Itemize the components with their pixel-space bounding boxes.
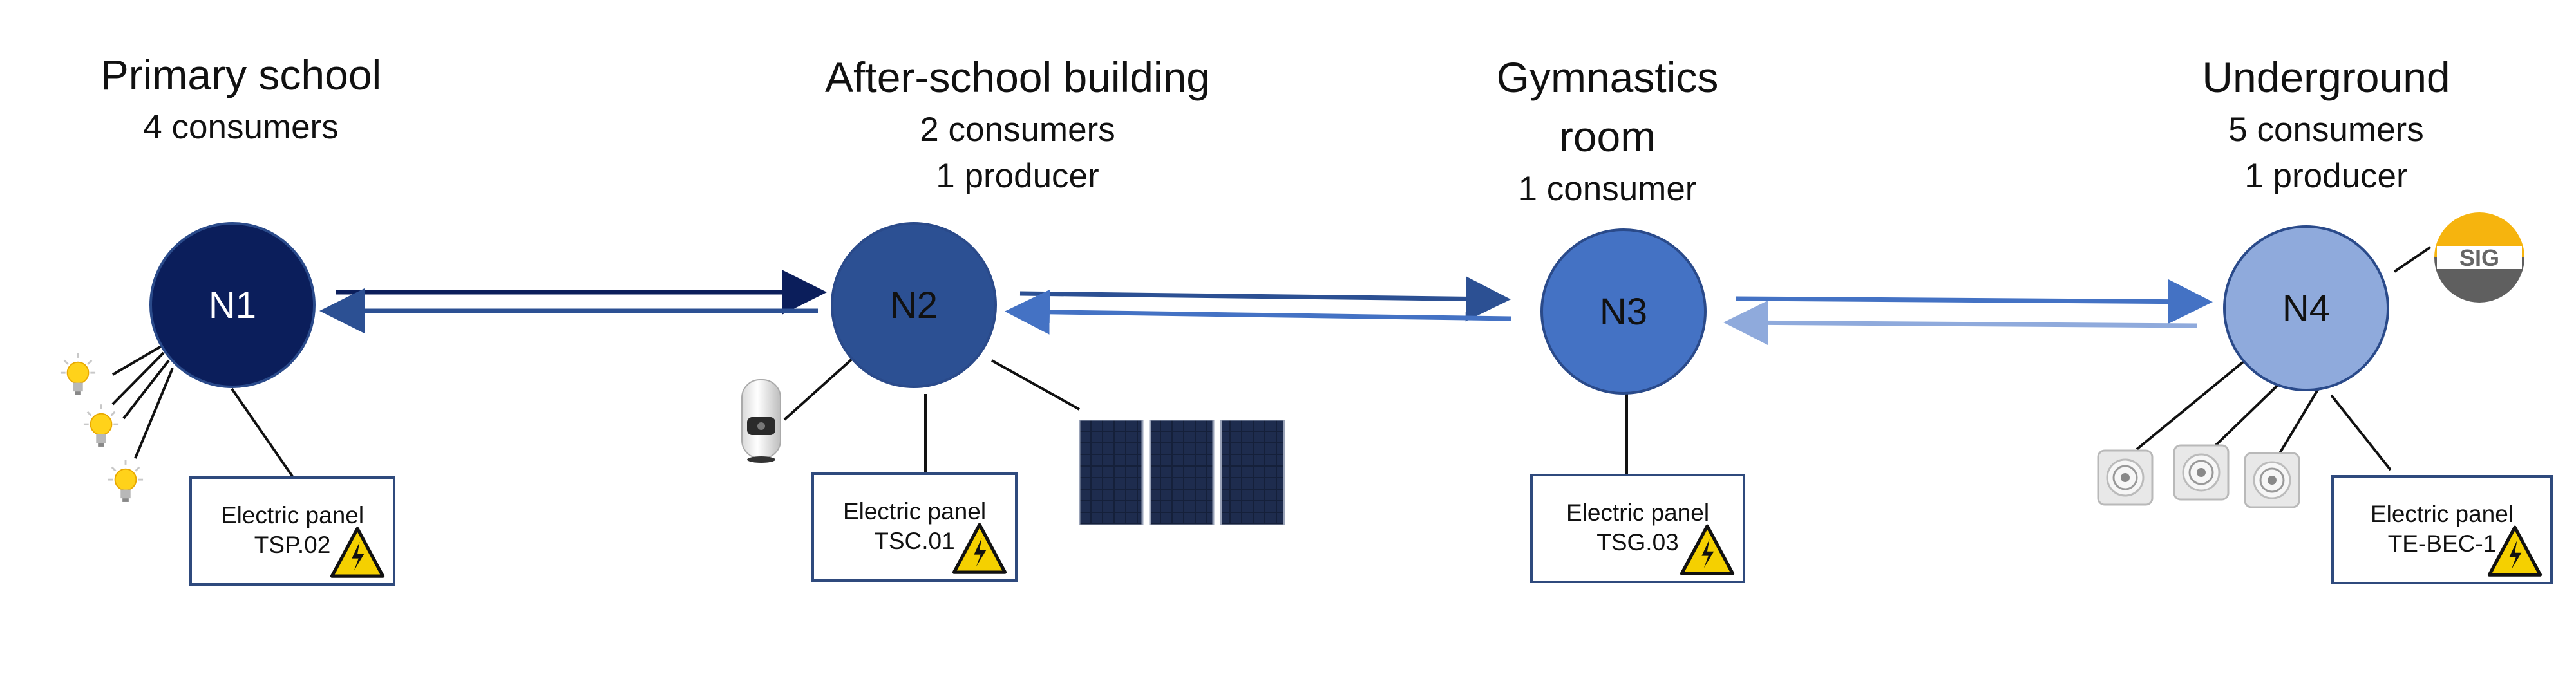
exhaust-fan-icon — [2173, 444, 2230, 501]
group-title: Gymnastics — [1496, 53, 1719, 101]
group-subtitle: 2 consumers — [920, 111, 1115, 149]
node-label: N4 — [2282, 287, 2331, 330]
panel-label: Electric panel — [1566, 499, 1710, 526]
electric-panel-tsg03: Electric panel TSG.03 — [1530, 474, 1745, 583]
sig-logo-icon: SIG — [2434, 212, 2524, 303]
panel-id: TSG.03 — [1596, 529, 1679, 555]
header-underground: Underground 5 consumers 1 producer — [2036, 48, 2576, 200]
node-label: N2 — [889, 284, 938, 326]
node-n1[interactable]: N1 — [149, 222, 316, 388]
node-label: N3 — [1599, 290, 1648, 333]
group-title: Primary school — [100, 51, 382, 98]
exhaust-fan-icon — [2097, 449, 2154, 506]
group-subtitle: 5 consumers — [2228, 111, 2424, 149]
node-n3[interactable]: N3 — [1540, 228, 1707, 395]
header-after-school: After-school building 2 consumers 1 prod… — [728, 48, 1307, 200]
arrow-n3-to-n4 — [1736, 279, 2213, 324]
panel-label: Electric panel — [842, 498, 987, 525]
electric-panel-tsp02: Electric panel TSP.02 — [189, 476, 395, 586]
water-heater-icon — [741, 379, 781, 463]
arrow-n2-to-n3 — [1019, 276, 1511, 322]
node-label: N1 — [208, 284, 257, 326]
panel-id: TSP.02 — [254, 532, 331, 558]
group-title: After-school building — [825, 53, 1210, 101]
sig-logo-text: SIG — [2459, 245, 2499, 271]
exhaust-fan-icon — [2244, 452, 2300, 508]
solar-panel-icon — [1079, 420, 1285, 525]
group-title: room — [1558, 113, 1656, 160]
light-bulb-icon — [83, 404, 119, 447]
high-voltage-warning-icon — [1680, 524, 1735, 575]
header-primary-school: Primary school 4 consumers — [0, 45, 531, 151]
group-subtitle: 1 producer — [2244, 157, 2408, 195]
panel-id: TSC.01 — [874, 528, 955, 554]
high-voltage-warning-icon — [330, 527, 385, 578]
light-bulb-icon — [60, 353, 96, 395]
light-bulb-icon — [108, 460, 144, 502]
electric-panel-te-bec-1: Electric panel TE-BEC-1 — [2331, 475, 2553, 584]
header-gymnastics: Gymnastics room 1 consumer — [1318, 48, 1897, 212]
group-subtitle: 1 consumer — [1518, 170, 1697, 208]
group-subtitle: 1 producer — [936, 157, 1099, 195]
arrow-n4-to-n3 — [1723, 300, 2198, 346]
electric-panel-tsc01: Electric panel TSC.01 — [811, 472, 1018, 582]
panel-label: Electric panel — [2370, 501, 2514, 527]
arrow-n3-to-n2 — [1005, 289, 1511, 335]
high-voltage-warning-icon — [2487, 525, 2543, 577]
panel-id: TE-BEC-1 — [2387, 530, 2497, 557]
high-voltage-warning-icon — [952, 523, 1007, 574]
group-title: Underground — [2202, 53, 2450, 101]
group-subtitle: 4 consumers — [143, 108, 339, 146]
panel-label: Electric panel — [220, 502, 365, 528]
node-n4[interactable]: N4 — [2223, 225, 2389, 391]
node-n2[interactable]: N2 — [831, 222, 997, 388]
